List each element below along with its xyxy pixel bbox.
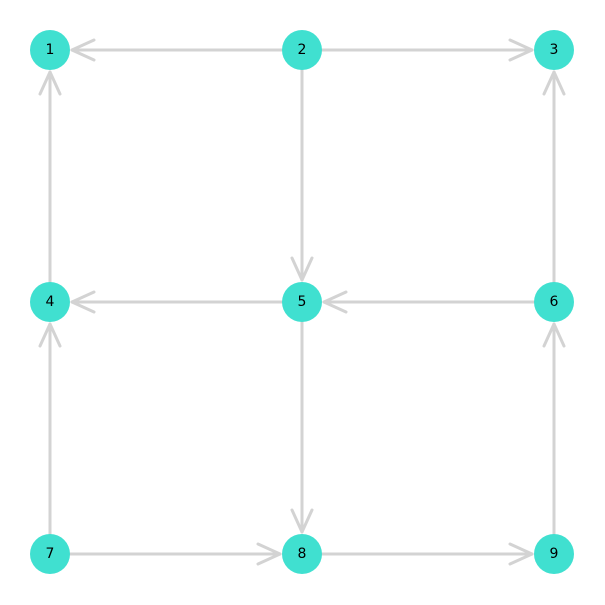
node-circle	[534, 282, 574, 322]
arrowhead-icon	[38, 70, 62, 96]
node-label: 1	[46, 42, 55, 58]
edge-2-to-3	[300, 38, 534, 62]
node-7: 7	[30, 534, 70, 574]
arrowhead-icon	[508, 542, 534, 566]
node-circle	[30, 282, 70, 322]
node-9: 9	[534, 534, 574, 574]
node-label: 9	[550, 546, 559, 562]
node-circle	[282, 534, 322, 574]
arrowhead-icon	[70, 290, 96, 314]
node-8: 8	[282, 534, 322, 574]
edge-6-to-5	[322, 290, 556, 314]
node-5: 5	[282, 282, 322, 322]
arrowhead-icon	[542, 322, 566, 348]
edge-4-to-1	[38, 70, 62, 304]
edge-8-to-9	[300, 542, 534, 566]
node-circle	[534, 534, 574, 574]
node-1: 1	[30, 30, 70, 70]
node-label: 5	[298, 294, 307, 310]
node-label: 7	[46, 546, 55, 562]
edge-5-to-8	[290, 300, 314, 534]
edge-5-to-4	[70, 290, 304, 314]
node-4: 4	[30, 282, 70, 322]
edge-7-to-4	[38, 322, 62, 556]
arrowhead-icon	[290, 508, 314, 534]
edge-6-to-3	[542, 70, 566, 304]
arrowhead-icon	[70, 38, 96, 62]
node-label: 2	[298, 42, 307, 58]
arrowhead-icon	[322, 290, 348, 314]
node-label: 3	[550, 42, 559, 58]
arrowhead-icon	[256, 542, 282, 566]
arrowhead-icon	[508, 38, 534, 62]
node-circle	[282, 30, 322, 70]
node-circle	[534, 30, 574, 70]
node-3: 3	[534, 30, 574, 70]
arrowhead-icon	[542, 70, 566, 96]
node-label: 6	[550, 294, 559, 310]
node-label: 8	[298, 546, 307, 562]
node-2: 2	[282, 30, 322, 70]
node-6: 6	[534, 282, 574, 322]
edge-2-to-5	[290, 48, 314, 282]
node-label: 4	[46, 294, 55, 310]
arrowhead-icon	[38, 322, 62, 348]
edge-7-to-8	[48, 542, 282, 566]
edges-layer	[38, 38, 566, 566]
edge-2-to-1	[70, 38, 304, 62]
node-circle	[30, 534, 70, 574]
node-circle	[282, 282, 322, 322]
nodes-layer: 1 2 3 4 5 6 7 8 9	[30, 30, 574, 574]
node-circle	[30, 30, 70, 70]
arrowhead-icon	[290, 256, 314, 282]
edge-9-to-6	[542, 322, 566, 556]
